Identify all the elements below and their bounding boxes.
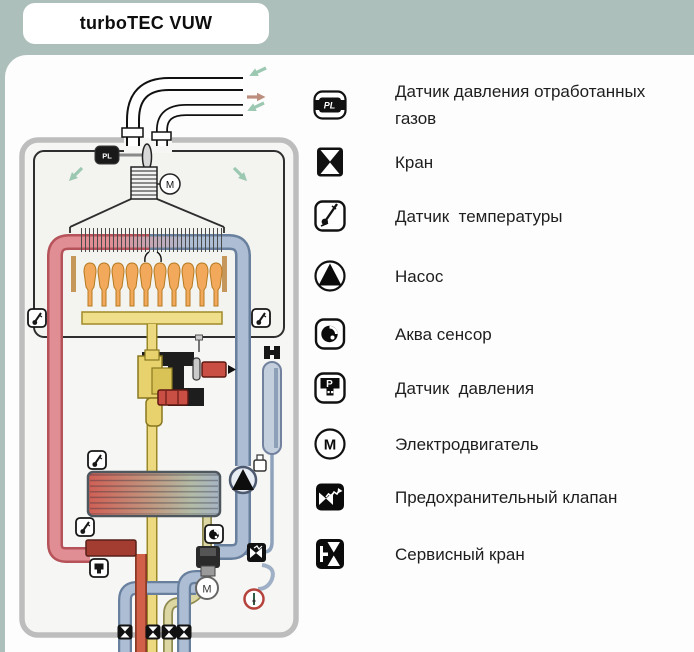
- siphon-hose: [257, 563, 275, 591]
- exhaust-pressure-sensor-icon: PL: [94, 145, 120, 165]
- collector-hood: [69, 198, 225, 233]
- safety-valve-icon: [316, 483, 344, 511]
- heat-exchanger-fins: [78, 228, 224, 252]
- aqua-sensor-icon: [314, 318, 346, 350]
- diverter-motor-label: M: [202, 584, 211, 596]
- legend-label: Датчик давления: [395, 378, 535, 398]
- svg-text:PL: PL: [324, 101, 336, 111]
- legend-label: Сервисный кран: [395, 544, 525, 564]
- temperature-sensor-icon: [314, 200, 346, 232]
- valve-icon: [317, 147, 343, 177]
- legend-row-safety-valve: Предохранительный клапан: [312, 479, 691, 515]
- legend-label: Электродвигатель: [395, 434, 539, 454]
- model-title-pill: turboTEC VUW: [23, 3, 269, 44]
- exhaust-gas-pressure-sensor-icon: PL: [313, 90, 347, 120]
- diverter-valve-motor: M: [195, 546, 220, 600]
- heating-manifold-block: [85, 539, 137, 557]
- plate-heat-exchanger: [86, 470, 222, 518]
- legend-row-pressure-sensor: P Датчик давления: [312, 370, 691, 406]
- bottom-service-valves: [117, 624, 192, 640]
- legend-label: Предохранительный клапан: [395, 487, 618, 507]
- pressure-gauge: [243, 588, 265, 610]
- legend-row-service-valve: Сервисный кран: [312, 536, 691, 572]
- electric-motor-icon: M: [314, 428, 346, 460]
- burner-manifold: [81, 311, 223, 325]
- flue-flow-arrows: [243, 62, 270, 117]
- pump-unit: [228, 454, 267, 495]
- legend-row-electric-motor: M Электродвигатель: [312, 426, 691, 462]
- legend-label: Насос: [395, 266, 444, 286]
- legend-row-pump: Насос: [312, 258, 691, 294]
- legend-row-temperature-sensor: Датчик температуры: [312, 198, 691, 234]
- ignition-electrodes: [144, 251, 162, 263]
- temperature-sensor-icon: [75, 517, 95, 537]
- temperature-sensor-icon: [87, 450, 107, 470]
- legend-row-exhaust-gas-pressure-sensor: PL Датчик давления отработанных газов: [312, 78, 691, 132]
- legend-row-aqua-sensor: Аква сенсор: [312, 316, 691, 352]
- flue-ducts: [121, 77, 243, 153]
- legend-label: Кран: [395, 152, 434, 172]
- temperature-sensor-icon: [27, 308, 47, 328]
- pressure-sensor-icon: P: [314, 372, 346, 404]
- svg-text:PL: PL: [102, 152, 112, 161]
- primary-heat-exchanger: [47, 228, 251, 563]
- safety-valve-icon: [247, 543, 266, 562]
- fan-motor-label: M: [166, 180, 174, 191]
- legend-label: Аква сенсор: [395, 324, 492, 344]
- svg-text:M: M: [324, 437, 337, 454]
- pressure-sensor-icon: [89, 558, 109, 578]
- pump-icon: [314, 260, 346, 292]
- aqua-sensor-icon: [204, 524, 224, 544]
- gas-valve-coil: [157, 389, 189, 406]
- vessel-valve-icon: [264, 346, 280, 359]
- temperature-sensor-icon: [251, 308, 271, 328]
- legend-label: Датчик давления отработанных газов: [395, 82, 650, 128]
- legend-label: Датчик температуры: [395, 206, 563, 226]
- fan-unit: M: [118, 143, 181, 200]
- burner: [81, 251, 223, 325]
- pump-icon: [232, 469, 254, 490]
- gas-valve-assembly: [137, 334, 236, 427]
- gas-flow-arrow: [228, 365, 236, 374]
- svg-text:P: P: [326, 379, 333, 390]
- page-title: turboTEC VUW: [79, 13, 213, 33]
- service-valve-icon: [316, 539, 344, 569]
- legend-row-valve: Кран: [312, 144, 691, 180]
